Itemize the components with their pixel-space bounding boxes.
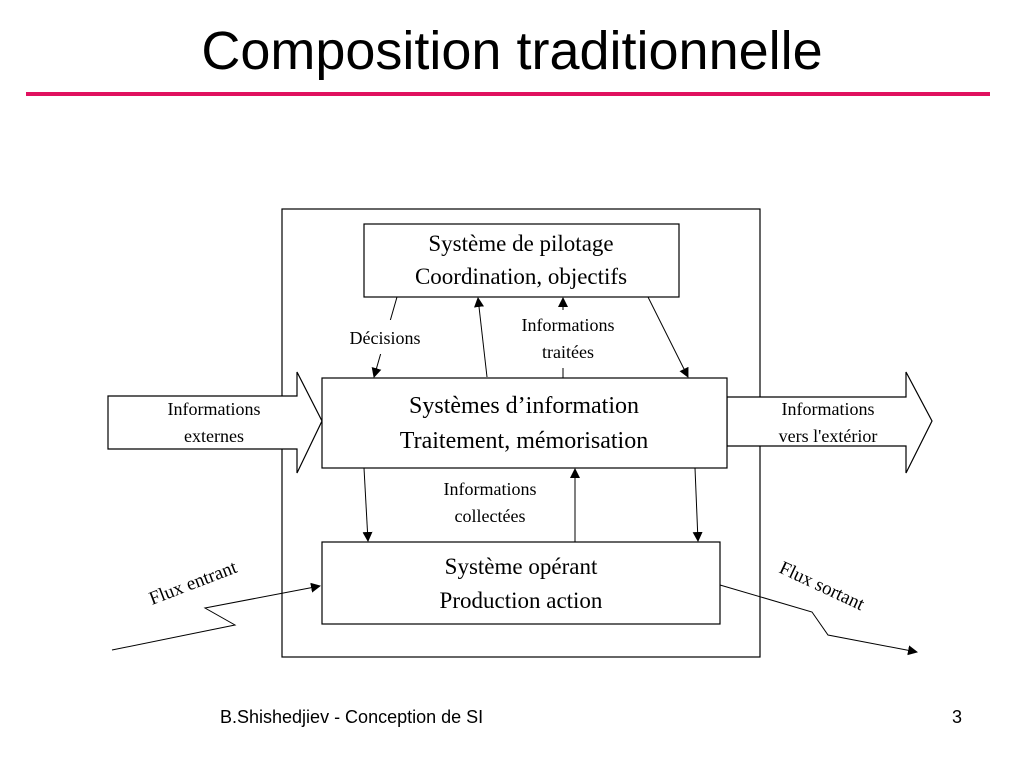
flux-sortant-label: Flux sortant: [776, 557, 868, 615]
pilotage-title: Système de pilotage: [428, 231, 613, 256]
info-to-operant-left-arrow: [362, 467, 373, 542]
info-externes-label-1: Informations: [168, 399, 261, 419]
decisions-label: Décisions: [350, 328, 421, 348]
info-exterieur-label-1: Informations: [782, 399, 875, 419]
info-traitees-label-1: Informations: [522, 315, 615, 335]
outgoing-information-arrow: [726, 371, 933, 474]
flux-entrant-label: Flux entrant: [146, 557, 240, 610]
information-box: [321, 377, 728, 469]
operant-box: [321, 541, 721, 625]
information-title: Systèmes d’information: [409, 393, 639, 419]
flux-entrant-arrow: [111, 582, 321, 651]
info-to-operant-right-arrow: [692, 467, 703, 542]
info-traitees-label-2: traitées: [542, 342, 594, 362]
info-exterieur-label-2: vers l'extérior: [779, 426, 878, 446]
pilotage-box: [363, 223, 680, 298]
footer-author: B.Shishedjiev - Conception de SI: [220, 707, 484, 727]
incoming-information-arrow: [107, 371, 323, 474]
info-externes-label-2: externes: [184, 426, 244, 446]
slide-title: Composition traditionnelle: [201, 21, 823, 81]
flux-sortant-arrow: [719, 584, 918, 656]
operant-subtitle: Production action: [440, 588, 603, 613]
operant-title: Système opérant: [445, 554, 598, 579]
page-number: 3: [952, 707, 963, 727]
info-collectees-label-2: collectées: [455, 506, 526, 526]
title-underline: [26, 92, 990, 96]
pilotage-subtitle: Coordination, objectifs: [415, 264, 627, 289]
information-subtitle: Traitement, mémorisation: [400, 428, 648, 454]
info-collectees-label-1: Informations: [444, 479, 537, 499]
pilotage-to-info-arrow: [647, 296, 689, 378]
pilotage-feedback-arrow: [474, 297, 488, 378]
